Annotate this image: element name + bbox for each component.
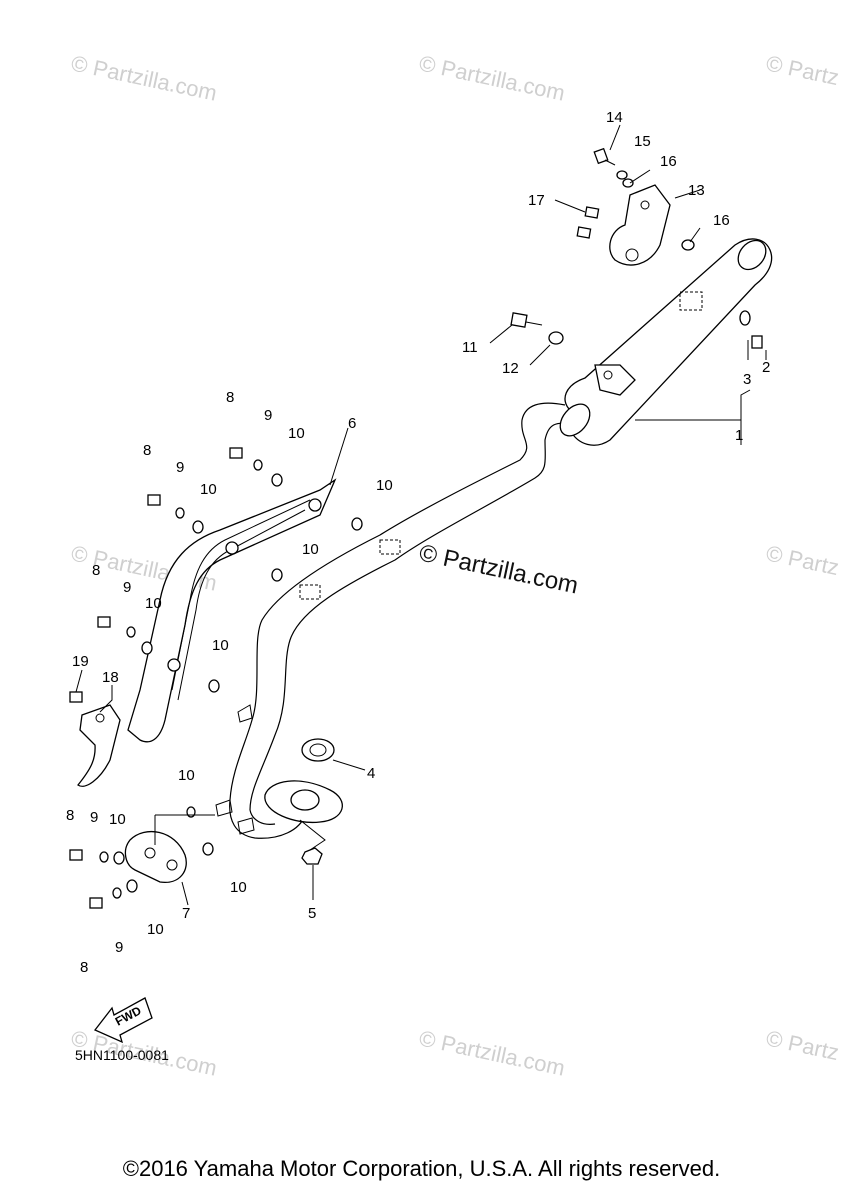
callout: 9: [90, 809, 98, 826]
callout: 17: [528, 192, 545, 209]
callout: 9: [264, 407, 272, 424]
callout-labels: 1 2 3 4 5 6 7 8 8 8 8 8 9 9 9 9 9 10 10 …: [66, 109, 770, 976]
exhaust-diagram-svg: © Partzilla.com © Partzilla.com © Partz …: [66, 50, 841, 1080]
callout: 10: [376, 477, 393, 494]
callout: 10: [147, 921, 164, 938]
hardware: [69, 147, 763, 909]
callout: 13: [688, 182, 705, 199]
fwd-arrow-icon: [93, 997, 153, 1044]
callout: 11: [462, 339, 478, 356]
diagram-code: 5HN1100-0081: [75, 1047, 169, 1063]
callout: 18: [102, 669, 119, 686]
watermark: © Partzilla.com: [417, 50, 567, 105]
callout: 14: [606, 109, 623, 126]
watermark: © Partzilla.com: [417, 1025, 567, 1080]
callout: 8: [66, 807, 74, 824]
center-watermark: © Partzilla.com: [417, 539, 581, 599]
callout: 7: [182, 905, 190, 922]
callout: 9: [123, 579, 131, 596]
watermark: © Partz: [764, 540, 841, 580]
callout: 10: [145, 595, 162, 612]
callout: 8: [226, 389, 234, 406]
exhaust-flange: [264, 738, 343, 865]
callout: 19: [72, 653, 89, 670]
protector-7: [124, 831, 187, 883]
callout: 9: [115, 939, 123, 956]
callout: 10: [230, 879, 247, 896]
callout: 10: [178, 767, 195, 784]
watermark: © Partz: [764, 50, 841, 90]
callout: 16: [660, 153, 677, 170]
watermark: © Partzilla.com: [69, 50, 219, 105]
nut: [301, 847, 323, 865]
callout: 12: [502, 360, 519, 377]
callout: 8: [143, 442, 151, 459]
callout: 1: [735, 427, 743, 444]
copyright-notice: ©2016 Yamaha Motor Corporation, U.S.A. A…: [122, 1156, 721, 1181]
protector-6: [127, 478, 337, 743]
callout: 4: [367, 765, 375, 782]
gasket: [301, 738, 335, 762]
callout: 9: [176, 459, 184, 476]
callout: 10: [288, 425, 305, 442]
callout: 10: [302, 541, 319, 558]
callout: 8: [80, 959, 88, 976]
callout: 10: [109, 811, 126, 828]
guard-18: [77, 704, 121, 787]
callout: 8: [92, 562, 100, 579]
callout: 2: [762, 359, 770, 376]
leader-lines: [75, 124, 767, 906]
callout: 15: [634, 133, 651, 150]
callout: 3: [743, 371, 751, 388]
watermark: © Partz: [764, 1025, 841, 1065]
exhaust-pipe: [215, 238, 773, 839]
callout: 5: [308, 905, 316, 922]
bracket-13: [609, 184, 671, 266]
callout: 6: [348, 415, 356, 432]
callout: 10: [200, 481, 217, 498]
callout: 16: [713, 212, 730, 229]
callout: 10: [212, 637, 229, 654]
